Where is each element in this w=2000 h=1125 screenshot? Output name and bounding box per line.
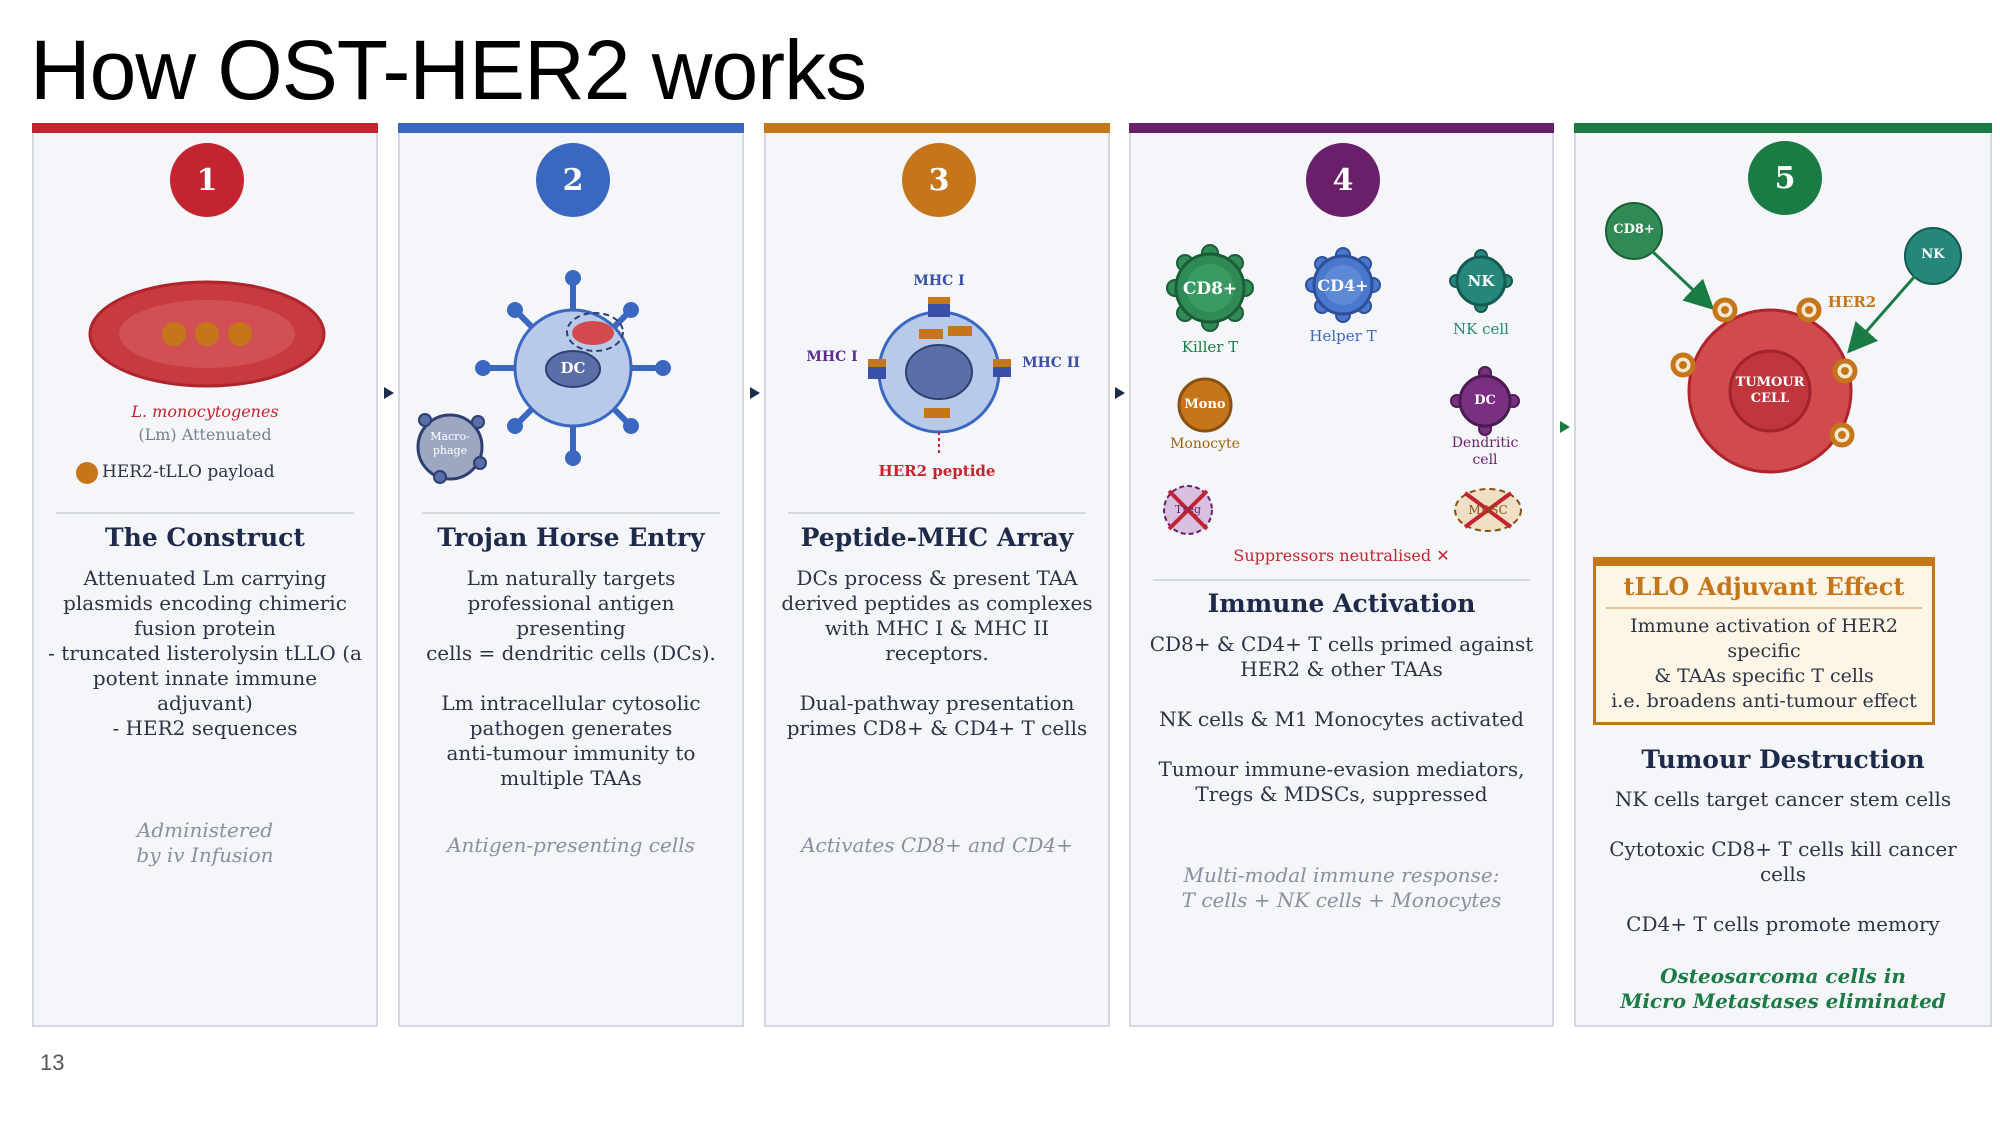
step-2-panel: 2 DC Macro- phage Trojan Horse Entry (398, 123, 744, 1027)
step-3-heading: Peptide-MHC Array (800, 523, 1074, 552)
adjuvant-effect-divider (1606, 607, 1922, 609)
apc-nucleus (905, 344, 973, 400)
flow-arrow-2-3 (750, 387, 760, 399)
mhc-i-top-label: MHC I (913, 273, 965, 289)
step-2-divider (422, 512, 720, 514)
slide-number: 13 (40, 1050, 65, 1075)
cd4-cell-caption: Helper T (1309, 327, 1377, 345)
step-1-panel: 1 L. monocytogenes (Lm) Attenuated HER2-… (32, 123, 378, 1027)
dendritic-cell (1450, 366, 1520, 436)
step-1-body: Attenuated Lm carrying plasmids encoding… (48, 566, 362, 740)
step-1-heading: The Construct (105, 523, 305, 552)
her2-receptor-label: HER2 (1827, 293, 1877, 311)
dc-label: DC (560, 359, 586, 377)
peptide-fragment (919, 329, 943, 339)
step-5-badge: 5 (1748, 141, 1822, 215)
suppressors-note: Suppressors neutralised ✕ (1233, 546, 1450, 565)
cd8-t-cell (1166, 244, 1254, 332)
adjuvant-effect-body: Immune activation of HER2 specific & TAA… (1611, 615, 1917, 712)
her2-peptide-label: HER2 peptide (878, 462, 996, 480)
step-3-divider (788, 512, 1086, 514)
macrophage-cell (416, 413, 484, 481)
step-2-body: Lm naturally targets professional antige… (426, 566, 716, 790)
step-2-footer: Antigen-presenting cells (447, 833, 695, 857)
peptide-fragment (924, 408, 950, 418)
nk-attacker-label: NK (1921, 247, 1945, 262)
cd8-attacker (1605, 202, 1663, 260)
monocyte-label: Mono (1184, 397, 1226, 412)
cd4-t-cell (1305, 247, 1381, 323)
dc-cell-label: DC (1474, 393, 1496, 408)
tumour-cell-label: TUMOUR CELL (1735, 375, 1805, 406)
bacterium-name-label: L. monocytogenes (131, 402, 279, 421)
peptide-mhc-illustration (868, 297, 1011, 456)
step-4-body: CD8+ & CD4+ T cells primed against HER2 … (1149, 632, 1534, 806)
step-5-color-bar (1574, 123, 1992, 133)
payload-dot (228, 322, 252, 346)
nk-cell (1449, 249, 1513, 313)
step-4-heading: Immune Activation (1207, 589, 1476, 618)
flow-arrow-4-5 (1560, 421, 1570, 433)
monocyte-cell (1177, 377, 1233, 433)
tumour-attack-illustration (1605, 202, 1962, 474)
immune-cells-illustration (1163, 244, 1522, 535)
dc-cell-caption: Dendritic cell (1451, 435, 1519, 468)
step-2-badge: 2 (536, 143, 610, 217)
step-3-color-bar (764, 123, 1110, 133)
step-2-color-bar (398, 123, 744, 133)
step-5-footer: Osteosarcoma cells in Micro Metastases e… (1620, 964, 1946, 1013)
treg-cell-neutralised (1163, 485, 1213, 535)
step-4-divider (1153, 579, 1530, 581)
engulfed-bacterium (572, 321, 614, 345)
monocyte-caption: Monocyte (1170, 436, 1240, 452)
step-5-body: NK cells target cancer stem cells Cytoto… (1609, 787, 1957, 936)
nk-attacker (1904, 227, 1962, 285)
step-3-footer: Activates CD8+ and CD4+ (801, 833, 1073, 857)
mhc-i-top (928, 301, 950, 317)
dc-nucleus (545, 350, 601, 388)
step-4-badge: 4 (1306, 143, 1380, 217)
step-3-badge: 3 (902, 143, 976, 217)
flow-arrow-3-4 (1115, 387, 1125, 399)
treg-label: Treg (1174, 503, 1202, 516)
peptide-fragment (948, 326, 972, 336)
mdsc-cell-neutralised (1454, 488, 1522, 532)
step-4-panel: 4 (1129, 123, 1554, 1027)
step-1-color-bar (32, 123, 378, 133)
cd8-attacker-label: CD8+ (1613, 222, 1655, 237)
nk-cell-caption: NK cell (1453, 320, 1509, 338)
dendritic-cell-illustration (416, 270, 671, 484)
step-4-color-bar (1129, 123, 1554, 133)
mhc-i-left-label: MHC I (806, 349, 858, 365)
adjuvant-effect-title: tLLO Adjuvant Effect (1623, 572, 1905, 601)
payload-legend-dot (76, 462, 98, 484)
macrophage-label: Macro- phage (430, 430, 470, 457)
mhc-ii-right-label: MHC II (1022, 355, 1080, 371)
step-1-badge: 1 (170, 143, 244, 217)
step-3-body: DCs process & present TAA derived peptid… (781, 566, 1093, 740)
payload-legend-label: HER2-tLLO payload (102, 462, 275, 482)
step-1-footer: Administered by iv Infusion (136, 818, 274, 867)
step-3-panel: 3 MHC I MHC I MHC II HER2 peptide Peptid… (764, 123, 1110, 1027)
adjuvant-effect-box: tLLO Adjuvant Effect Immune activation o… (1593, 557, 1935, 725)
nk-cell-label: NK (1467, 272, 1495, 290)
slide-title: How OST-HER2 works (30, 23, 867, 117)
step-5-heading: Tumour Destruction (1641, 745, 1925, 774)
flow-arrow-1-2 (384, 387, 394, 399)
payload-dot (162, 322, 186, 346)
step-1-divider (56, 512, 354, 514)
step-4-footer: Multi-modal immune response: T cells + N… (1181, 863, 1502, 912)
cd8-cell-caption: Killer T (1181, 338, 1239, 356)
step-2-heading: Trojan Horse Entry (437, 523, 705, 552)
mdsc-label: MDSC (1468, 503, 1508, 517)
attenuated-label: (Lm) Attenuated (138, 425, 272, 444)
cd8-cell-label: CD8+ (1182, 279, 1238, 299)
payload-dot (195, 322, 219, 346)
cd4-cell-label: CD4+ (1317, 276, 1369, 295)
listeria-bacterium-illustration (76, 280, 326, 484)
